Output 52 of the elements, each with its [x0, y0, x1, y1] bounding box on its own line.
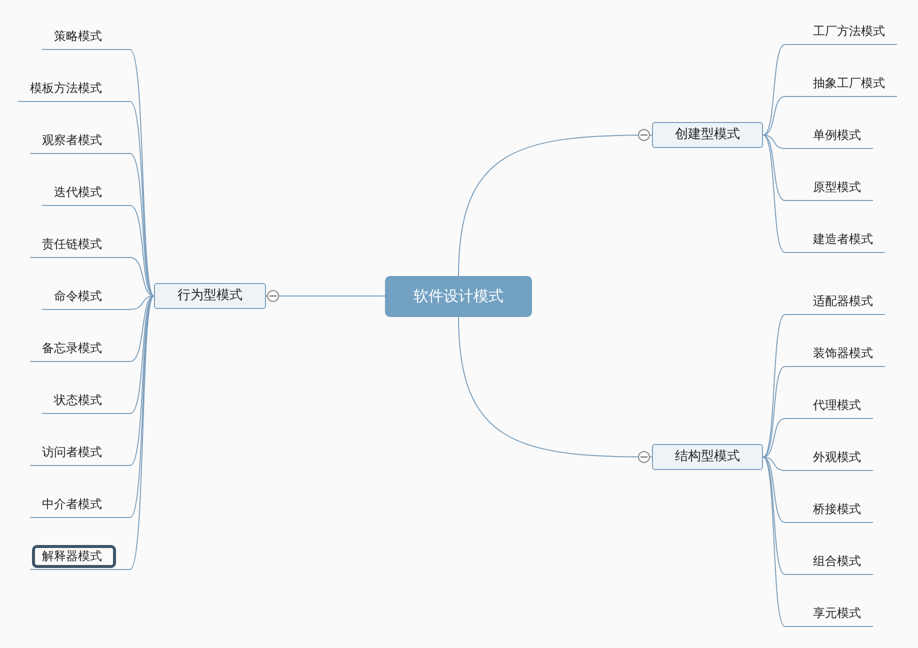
connector-line	[130, 296, 154, 414]
topic-box: 创建型模式	[652, 122, 763, 148]
subtopic-label: 责任链模式	[30, 232, 130, 258]
subtopic-label: 适配器模式	[785, 289, 885, 315]
subtopic-label: 单例模式	[785, 123, 873, 149]
connector-line	[762, 134, 786, 253]
connector-line	[458, 134, 652, 276]
central-topic-box: 软件设计模式	[385, 276, 532, 317]
connector-line	[130, 296, 154, 518]
subtopic-label: 访问者模式	[30, 440, 130, 466]
subtopic-label: 外观模式	[785, 445, 873, 471]
connector-line	[762, 456, 786, 471]
subtopic-label: 观察者模式	[30, 128, 130, 154]
subtopic-label: 装饰器模式	[785, 341, 885, 367]
connector-line	[130, 101, 154, 296]
subtopic-label: 命令模式	[42, 284, 130, 310]
connector-line	[130, 205, 154, 296]
topic-box: 结构型模式	[652, 444, 763, 470]
subtopic-label: 代理模式	[785, 393, 873, 419]
subtopic-label: 备忘录模式	[30, 336, 130, 362]
connector-line	[762, 456, 786, 575]
connector-line	[458, 316, 652, 458]
connector-line	[130, 296, 154, 362]
connector-line	[130, 296, 154, 570]
subtopic-label: 模板方法模式	[18, 76, 130, 102]
connector-line	[130, 296, 154, 466]
subtopic-label: 组合模式	[785, 549, 873, 575]
subtopic-label: 中介者模式	[30, 492, 130, 518]
subtopic-label: 享元模式	[785, 601, 873, 627]
subtopic-label: 状态模式	[42, 388, 130, 414]
connector-line	[762, 314, 786, 458]
connector-line	[762, 44, 786, 136]
topic-box: 行为型模式	[154, 283, 266, 309]
connector-line	[762, 134, 786, 149]
connector-line	[762, 134, 786, 201]
subtopic-label: 迭代模式	[42, 180, 130, 206]
connector-line	[762, 418, 786, 458]
connector-line	[762, 96, 786, 136]
connector-line	[762, 456, 786, 627]
connector-line	[130, 153, 154, 296]
connector-line	[130, 49, 154, 296]
connector-line	[762, 366, 786, 458]
connector-line	[130, 257, 154, 296]
connector-line	[762, 456, 786, 523]
connector-line	[130, 296, 154, 310]
subtopic-label: 策略模式	[42, 24, 130, 50]
subtopic-label: 原型模式	[785, 175, 873, 201]
subtopic-label: 抽象工厂模式	[785, 71, 897, 97]
subtopic-label: 工厂方法模式	[785, 19, 897, 45]
subtopic-label: 桥接模式	[785, 497, 873, 523]
subtopic-label: 解释器模式	[30, 544, 130, 570]
subtopic-label: 建造者模式	[785, 227, 885, 253]
